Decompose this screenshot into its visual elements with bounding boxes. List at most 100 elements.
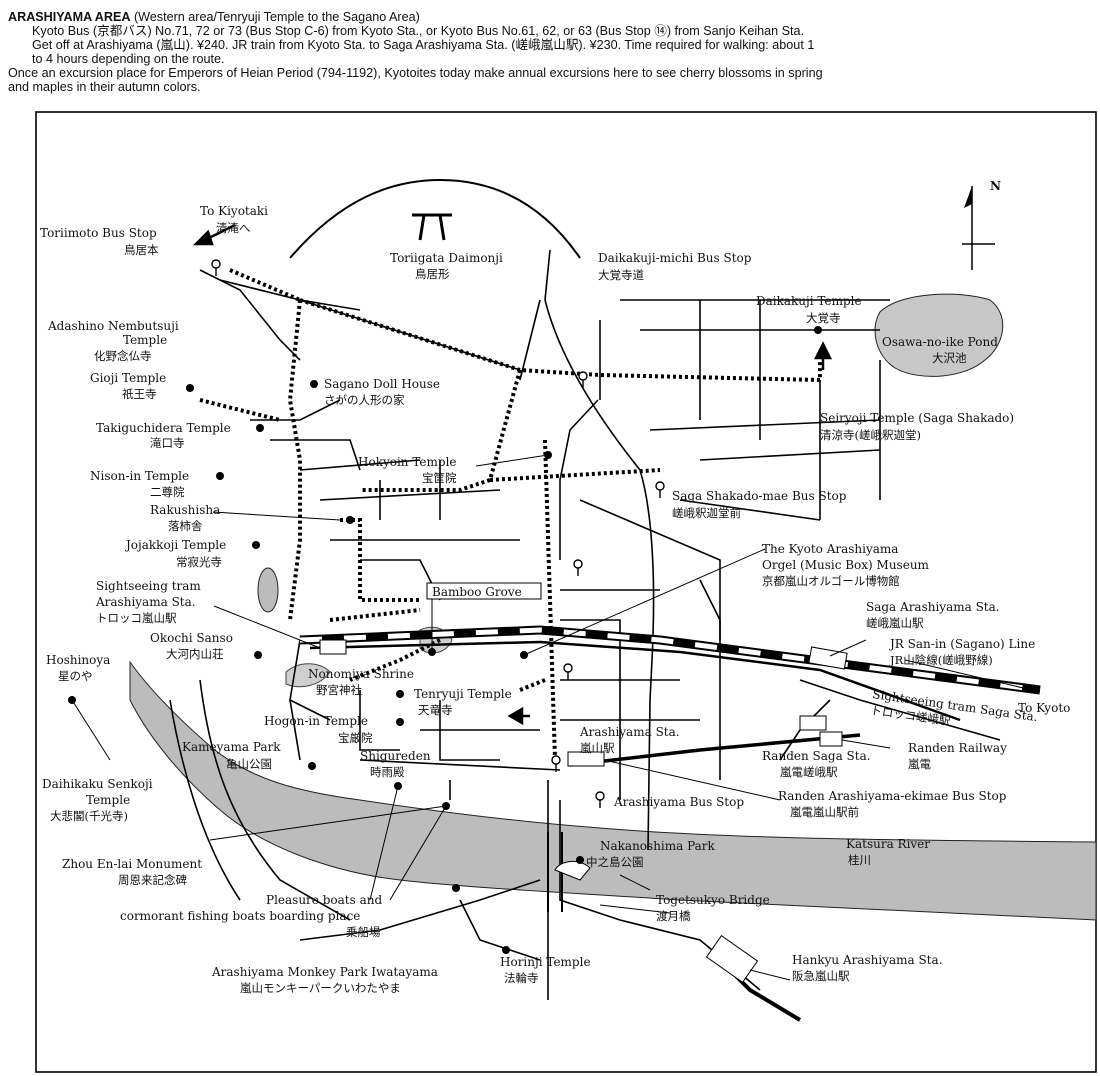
label-randen-saga-jp: 嵐電嵯峨駅 — [780, 765, 838, 779]
label-okochi-jp: 大河内山荘 — [166, 647, 224, 661]
label-randen-railway-jp: 嵐電 — [908, 757, 931, 771]
label-kameyama: Kameyama Park — [182, 740, 281, 754]
label-sagano-doll: Sagano Doll House — [324, 377, 440, 391]
label-nison-in: Nison-in Temple — [90, 469, 189, 483]
page-header: ARASHIYAMA AREA (Western area/Tenryuji T… — [8, 10, 1093, 94]
label-sightseeing-arashiyama: Sightseeing tram — [96, 579, 201, 593]
sightseeing-arashiyama-station — [319, 639, 347, 655]
label-toriimoto: Toriimoto Bus Stop — [40, 226, 157, 240]
label-monkey-jp: 嵐山モンキーパークいわたやま — [240, 981, 401, 995]
label-hankyu: Hankyu Arashiyama Sta. — [792, 953, 943, 967]
torii-symbol-icon — [412, 213, 452, 241]
label-adashino-2: Temple — [123, 333, 167, 347]
label-tenryuji: Tenryuji Temple — [414, 687, 512, 701]
label-to-kyoto: To Kyoto — [1018, 701, 1070, 715]
label-arashiyama-sta: Arashiyama Sta. — [579, 725, 680, 739]
label-togetsukyo: Togetsukyo Bridge — [656, 893, 770, 907]
label-katsura: Katsura River — [846, 837, 930, 851]
mountain-outline — [289, 178, 581, 259]
label-shigureden-jp: 時雨殿 — [370, 765, 405, 779]
label-daikakuji-michi-jp: 大覚寺道 — [598, 268, 644, 282]
saga-arashiyama-station — [808, 646, 848, 670]
label-to-kiyotaki: To Kiyotaki — [200, 204, 268, 218]
label-zhou: Zhou En-lai Monument — [62, 857, 202, 871]
label-jojakkoji: Jojakkoji Temple — [124, 538, 226, 552]
label-nakanoshima-jp: 中之島公園 — [586, 855, 644, 869]
area-subtitle: (Western area/Tenryuji Temple to the Sag… — [133, 10, 420, 24]
north-compass-icon: N — [962, 179, 1001, 270]
label-sightseeing-arashiyama-2: Arashiyama Sta. — [95, 595, 196, 609]
randen-railway-line — [569, 733, 861, 767]
label-seiryoji: Seiryoji Temple (Saga Shakado) — [820, 411, 1014, 425]
label-randen-ekimae: Randen Arashiyama-ekimae Bus Stop — [778, 789, 1007, 803]
label-randen-railway: Randen Railway — [908, 741, 1007, 755]
label-nonomiya: Nonomiya Shrine — [308, 667, 414, 681]
label-takiguchidera-jp: 滝口寺 — [150, 436, 185, 450]
label-nakanoshima: Nakanoshima Park — [600, 839, 716, 853]
map-frame — [35, 111, 1097, 1073]
access-line-2: Get off at Arashiyama (嵐山). ¥240. JR tra… — [32, 38, 815, 52]
label-sightseeing-arashiyama-jp: トロッコ嵐山駅 — [96, 611, 177, 625]
history-line-1: Once an excursion place for Emperors of … — [8, 66, 823, 80]
label-saga-arashiyama-jp: 嵯峨嵐山駅 — [866, 616, 924, 630]
label-to-kiyotaki-jp: 清滝へ — [216, 221, 251, 235]
history-line-2: and maples in their autumn colors. — [8, 80, 201, 94]
randen-saga-station — [819, 731, 843, 747]
label-orgel: The Kyoto Arashiyama — [762, 542, 898, 556]
label-jr-line: JR San-in (Sagano) Line — [888, 637, 1035, 651]
label-togetsukyo-jp: 渡月橋 — [656, 909, 691, 923]
label-saga-arashiyama: Saga Arashiyama Sta. — [866, 600, 1000, 614]
access-line-3: to 4 hours depending on the route. — [32, 52, 225, 66]
label-nison-in-jp: 二尊院 — [150, 485, 185, 499]
leader-lines — [71, 439, 1041, 981]
label-toriigata: Toriigata Daimonji — [390, 251, 503, 265]
sightseeing-tram-line — [309, 640, 961, 722]
label-shigureden: Shigureden — [360, 749, 431, 763]
label-toriigata-jp: 鳥居形 — [415, 267, 450, 281]
label-tenryuji-jp: 天竜寺 — [418, 703, 453, 717]
label-hoshinoya-jp: 星のや — [58, 669, 93, 683]
label-hokyoin-jp: 宝筐院 — [422, 471, 457, 485]
arashiyama-randen-station — [567, 751, 605, 767]
label-nonomiya-jp: 野宮神社 — [316, 683, 362, 697]
label-horinji-jp: 法輪寺 — [504, 971, 539, 985]
label-seiryoji-jp: 清涼寺(嵯峨釈迦堂) — [820, 428, 921, 442]
area-title: ARASHIYAMA AREA — [8, 10, 131, 24]
north-label: N — [990, 179, 1001, 193]
label-daikakuji-jp: 大覚寺 — [806, 311, 841, 325]
sightseeing-saga-station — [799, 715, 827, 731]
label-arashiyama-sta-jp: 嵐山駅 — [580, 741, 615, 755]
label-pleasure-jp: 乗船場 — [346, 925, 381, 939]
label-bamboo: Bamboo Grove — [432, 585, 522, 599]
label-daihikaku-jp: 大悲閣(千光寺) — [50, 809, 128, 823]
bamboo-grove-box — [426, 582, 542, 600]
label-horinji: Horinji Temple — [500, 955, 591, 969]
label-daihikaku: Daihikaku Senkoji — [42, 777, 153, 791]
label-kameyama-jp: 亀山公園 — [226, 757, 272, 771]
label-jr-line-jp: JR山陰線(嵯峨野線) — [889, 653, 993, 667]
label-zhou-jp: 周恩来記念碑 — [118, 873, 187, 887]
label-randen-ekimae-jp: 嵐電嵐山駅前 — [790, 805, 859, 819]
label-gioji-jp: 祇王寺 — [122, 387, 157, 401]
bus-stop-icons — [211, 259, 665, 808]
hankyu-arashiyama-station — [705, 935, 759, 983]
place-markers — [68, 326, 822, 954]
label-katsura-jp: 桂川 — [848, 853, 871, 867]
label-monkey: Arashiyama Monkey Park Iwatayama — [211, 965, 438, 979]
label-rakushisha-jp: 落柿舎 — [168, 519, 203, 533]
label-arashiyama-bus: Arashiyama Bus Stop — [613, 795, 744, 809]
osawa-pond — [874, 293, 1004, 377]
label-osawa: Osawa-no-ike Pond — [882, 335, 998, 349]
label-hogon-in: Hogon-in Temple — [264, 714, 368, 728]
place-labels: To Kiyotaki 清滝へ Toriimoto Bus Stop 鳥居本 T… — [40, 204, 1070, 995]
label-hoshinoya: Hoshinoya — [46, 653, 110, 667]
label-pleasure-2: cormorant fishing boats boarding place — [120, 909, 360, 923]
label-adashino: Adashino Nembutsuji — [47, 319, 179, 333]
access-line-1: Kyoto Bus (京都バス) No.71, 72 or 73 (Bus St… — [32, 24, 805, 38]
label-orgel-2: Orgel (Music Box) Museum — [762, 558, 930, 572]
label-orgel-jp: 京都嵐山オルゴール博物館 — [762, 574, 900, 588]
label-daikakuji: Daikakuji Temple — [756, 294, 862, 308]
header-title-line: ARASHIYAMA AREA (Western area/Tenryuji T… — [8, 10, 1093, 24]
jr-sanin-line — [299, 625, 1041, 695]
